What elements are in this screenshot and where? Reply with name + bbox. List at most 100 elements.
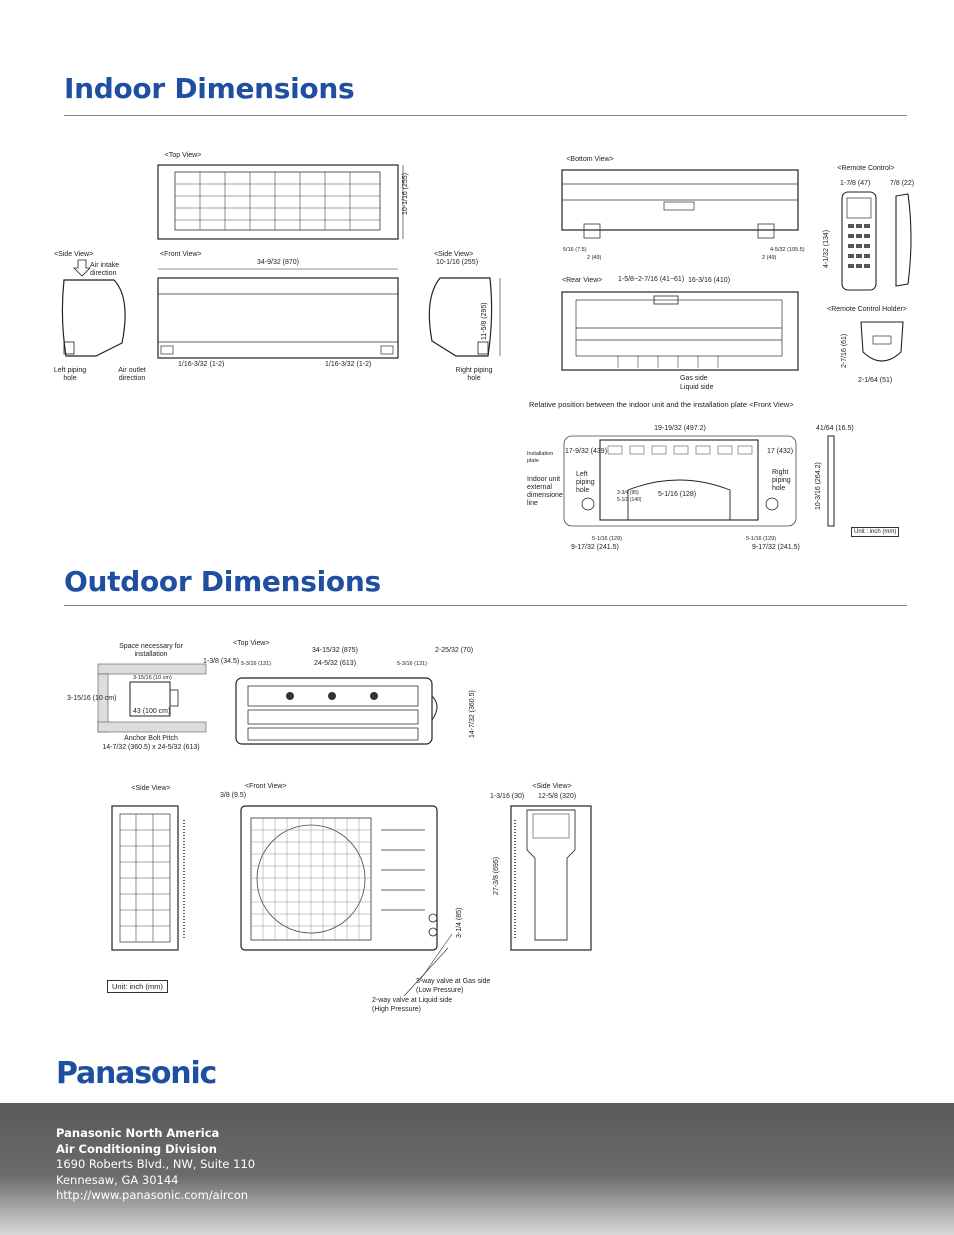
indoor-front-width-dim: 34-9/32 (870) (256, 259, 300, 266)
indoor-rear-dim-2: 16-3/16 (410) (688, 277, 731, 284)
footer-address-1: 1690 Roberts Blvd., NW, Suite 110 (56, 1157, 256, 1171)
plate-side-top-dim: 41/64 (16.5) (816, 425, 854, 432)
space-necessary-label: Space necessary for installation (119, 643, 183, 658)
indoor-side-view-left-drawing (61, 259, 126, 357)
outdoor-top-small-left: 5-3/16 (131) (241, 661, 271, 667)
indoor-side-view-right-drawing (428, 277, 501, 357)
plate-bottom-right-small: 5-1/16 (129) (746, 536, 776, 542)
outdoor-top-right-dim: 2-25/32 (70) (435, 647, 474, 654)
indoor-right-piping-label: Right piping hole (455, 367, 493, 382)
indoor-liquid-side-label: Liquid side (680, 384, 714, 391)
indoor-front-left-dim: 1/16-3/32 (1-2) (178, 361, 225, 368)
outdoor-front-view-drawing (240, 805, 438, 951)
remote-height-dim: 4-1/32 (134) (823, 229, 830, 268)
indoor-bottom-view-drawing (561, 169, 799, 239)
indoor-external-line-label: Indoor unit external dimensione line (527, 476, 563, 507)
indoor-bottom-dim-3: 4-5/32 (105.5) (770, 247, 805, 253)
outdoor-side-width-dim: 12-5/8 (320) (538, 793, 577, 800)
indoor-top-view-drawing (157, 164, 404, 240)
indoor-bottom-dim-4: 2 (49) (762, 255, 777, 261)
indoor-top-view-label: <Top View> (164, 152, 202, 159)
outdoor-unit-label: Unit: inch (mm) (107, 980, 168, 993)
indoor-rear-view-label: <Rear View> (562, 277, 603, 284)
anchor-bolt-value: 14-7/32 (360.5) x 24-5/32 (613) (102, 744, 200, 751)
gas-valve-label: 3-way valve at Gas side (Low Pressure) (416, 978, 491, 994)
plate-small-dim-2: 5-1/2 (140) (617, 497, 642, 503)
remote-control-label: <Remote Control> (837, 165, 895, 172)
indoor-rear-dim-1: 1-5/8~2-7/16 (41~61) (618, 276, 685, 283)
outdoor-heading-rule (64, 605, 907, 606)
indoor-unit-label: Unit : inch (mm) (851, 527, 900, 537)
panasonic-logo: Panasonic (56, 1056, 217, 1091)
indoor-heading-rule (64, 115, 907, 116)
plate-left-piping-label: Left piping hole (576, 471, 595, 494)
footer-division: Air Conditioning Division (56, 1142, 217, 1156)
indoor-rear-view-drawing (561, 291, 799, 371)
relative-position-caption: Relative position between the indoor uni… (529, 400, 794, 409)
plate-bottom-left-small: 5-1/16 (129) (592, 536, 622, 542)
indoor-left-piping-label: Left piping hole (53, 367, 87, 382)
remote-width-dim: 1-7/8 (47) (840, 180, 871, 187)
footer-address-2: Kennesaw, GA 30144 (56, 1173, 179, 1187)
indoor-air-intake-label: Air intake direction (90, 262, 120, 277)
plate-small-dim-1: 3-3/4 (95) (617, 490, 639, 496)
indoor-front-view-drawing (157, 268, 399, 359)
plate-right-dim: 17 (432) (767, 448, 794, 455)
indoor-bottom-view-label: <Bottom View> (566, 156, 614, 163)
plate-bottom-left-dim: 9-17/32 (241.5) (571, 544, 619, 551)
valve-leader-lines (403, 933, 453, 997)
space-bottom-dim: 43 (100 cm) (133, 708, 171, 715)
remote-holder-height-dim: 2-7/16 (61) (841, 333, 848, 368)
footer-url-link[interactable]: http://www.panasonic.com/aircon (56, 1188, 249, 1202)
footer-company: Panasonic North America (56, 1126, 220, 1140)
outdoor-top-small-right: 5-3/16 (131) (397, 661, 427, 667)
remote-depth-dim: 7/8 (22) (890, 180, 915, 187)
outdoor-dimensions-heading: Outdoor Dimensions (64, 565, 381, 598)
indoor-bottom-dim-2: 2 (49) (587, 255, 602, 261)
space-top-dim: 3-15/16 (10 cm) (133, 675, 172, 681)
outdoor-top-middle-dim: 24-5/32 (613) (314, 660, 357, 667)
remote-control-drawing (841, 191, 912, 291)
outdoor-top-depth-dim: 14-7/32 (360.5) (469, 690, 476, 738)
outdoor-front-left-dim: 3/8 (9.5) (220, 792, 247, 799)
indoor-gas-side-label: Gas side (680, 375, 708, 382)
plate-side-height-dim: 10-3/16 (264.2) (815, 462, 822, 510)
plate-center-dim: 5-1/16 (128) (658, 491, 697, 498)
outdoor-top-left-offset: 1-3/8 (34.5) (203, 658, 240, 665)
indoor-air-outlet-label: Air outlet direction (118, 367, 146, 382)
outdoor-side-view-left-drawing (111, 805, 185, 951)
indoor-top-depth-dim: 10-1/16 (255) (402, 172, 409, 215)
indoor-side-view-left-label: <Side View> (54, 251, 94, 258)
plate-side-drawing (827, 435, 835, 527)
remote-holder-width-dim: 2-1/64 (51) (858, 377, 893, 384)
indoor-front-right-dim: 1/16-3/32 (1-2) (325, 361, 372, 368)
outdoor-front-view-label: <Front View> (245, 783, 287, 790)
plate-width-dim: 19-19/32 (497.2) (654, 425, 706, 432)
indoor-height-dim: 11-5/8 (295) (481, 302, 488, 340)
outdoor-top-view-label: <Top View> (233, 640, 270, 647)
installation-plate-label: Installation plate (527, 451, 554, 464)
plate-left-dim: 17-9/32 (439) (565, 448, 608, 455)
outdoor-top-view-drawing (235, 677, 438, 745)
plate-bottom-right-dim: 9-17/32 (241.5) (752, 544, 800, 551)
anchor-bolt-title: Anchor Bolt Pitch (124, 735, 178, 742)
space-left-dim: 3-15/16 (10 cm) (67, 695, 117, 702)
indoor-side-depth-dim: 10-1/16 (255) (436, 259, 479, 266)
installation-plate-drawing (563, 435, 797, 527)
indoor-side-view-right-label: <Side View> (434, 251, 474, 258)
footer-band (0, 1103, 954, 1235)
outdoor-side-view-right-drawing (510, 805, 592, 951)
indoor-bottom-dim-1: 5/16 (7.5) (563, 247, 587, 253)
outdoor-side-view-left-label: <Side View> (131, 785, 171, 792)
plate-right-piping-label: Right piping hole (772, 469, 791, 492)
liquid-valve-label: 2-way valve at Liquid side (High Pressur… (372, 997, 453, 1013)
remote-holder-drawing (860, 321, 904, 362)
outdoor-side-view-right-label: <Side View> (532, 783, 572, 790)
outdoor-side-left-dim: 1-3/16 (30) (490, 793, 525, 800)
remote-holder-label: <Remote Control Holder> (827, 306, 907, 313)
installation-space-drawing (97, 663, 207, 733)
outdoor-height-dim: 27-3/8 (695) (493, 856, 500, 895)
indoor-front-view-label: <Front View> (160, 251, 202, 258)
outdoor-top-width-dim: 34-15/32 (875) (312, 647, 358, 654)
indoor-dimensions-heading: Indoor Dimensions (64, 72, 355, 105)
